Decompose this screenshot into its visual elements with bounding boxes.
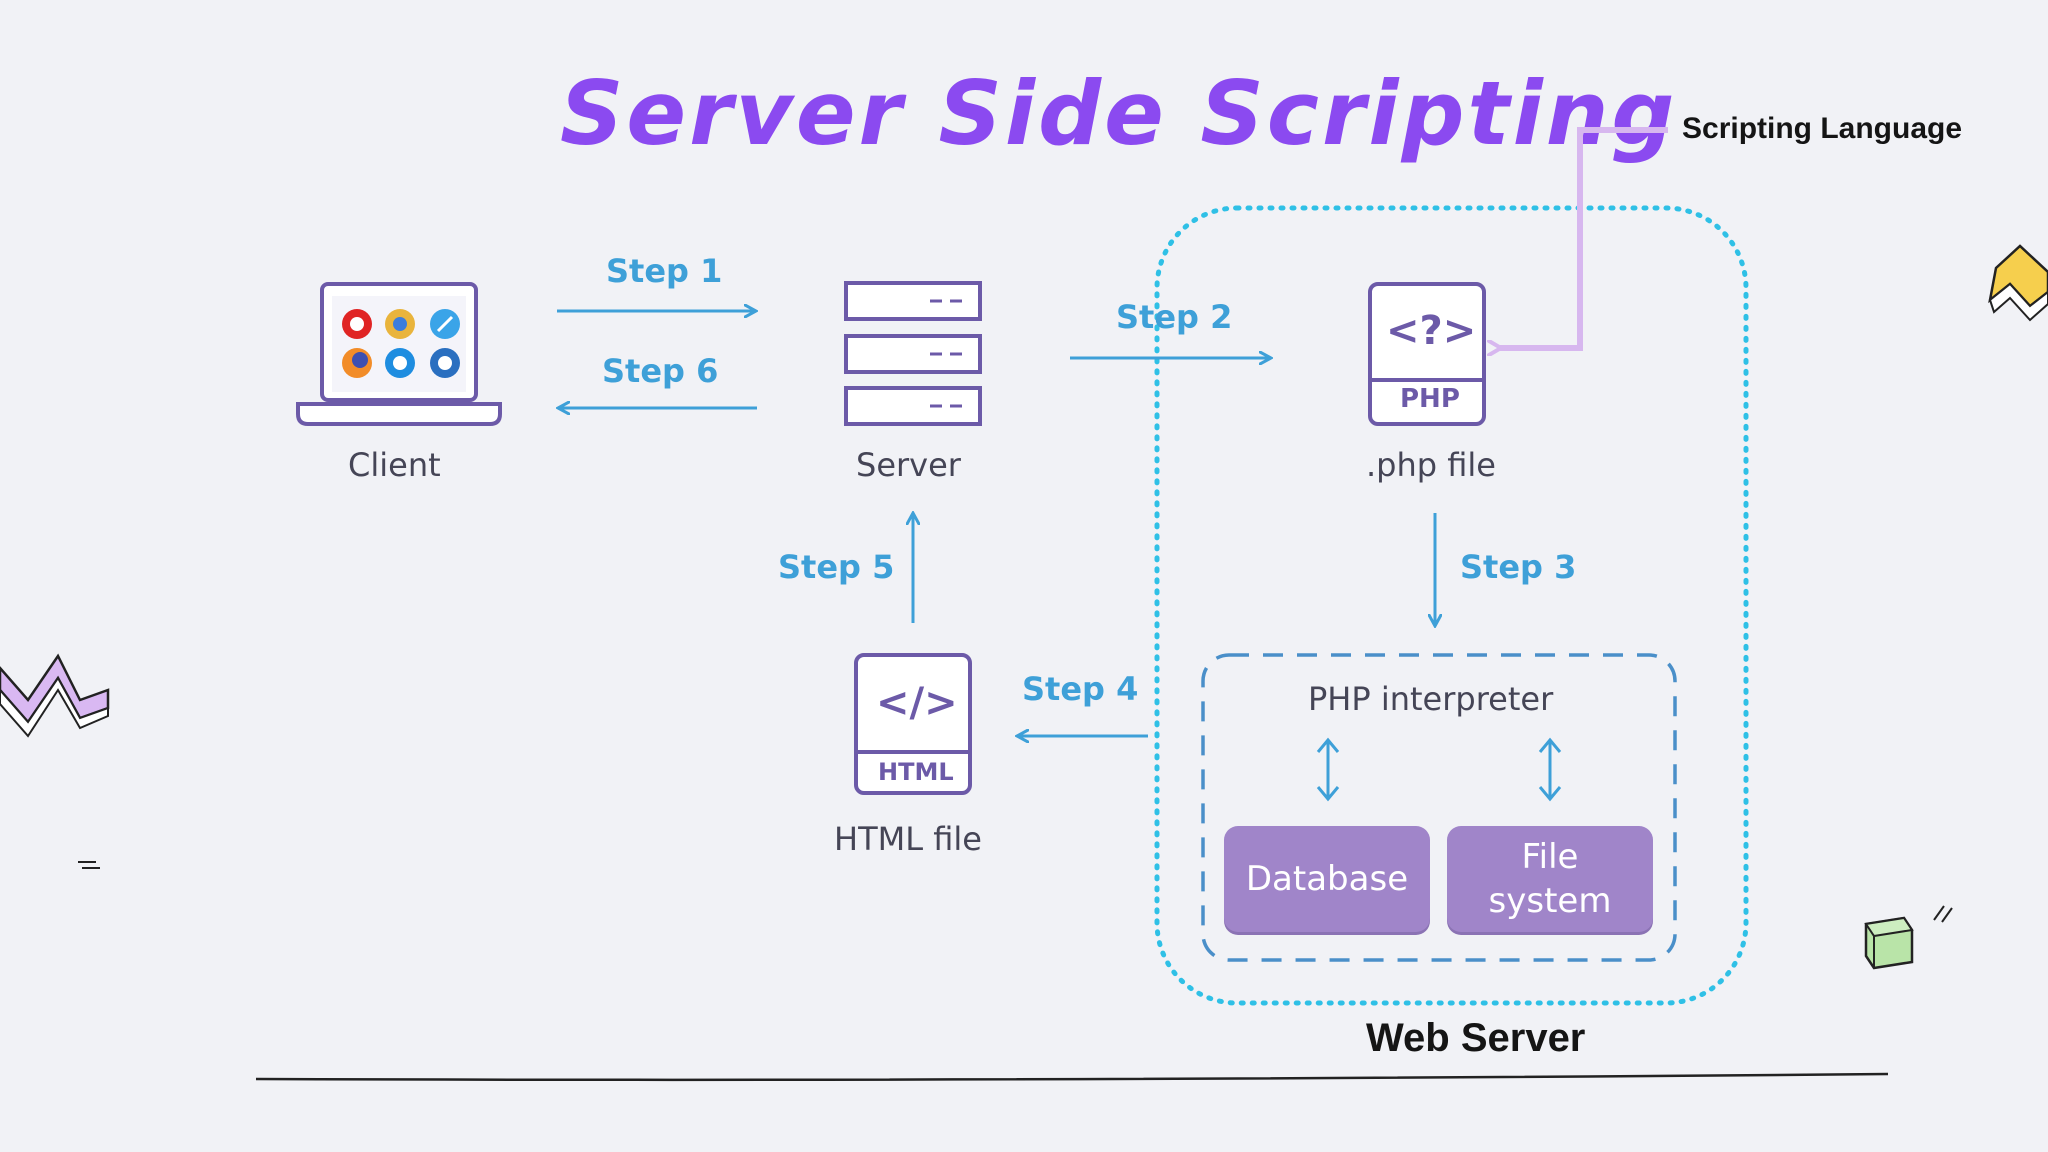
- laptop-icon: [296, 282, 502, 426]
- step2-label: Step 2: [1116, 298, 1233, 336]
- zigzag-decoration-left: [0, 653, 110, 738]
- web-server-boundary: [1154, 205, 1749, 1006]
- php-file-label: .php file: [1366, 446, 1496, 484]
- client-label: Client: [348, 446, 441, 484]
- php-file-icon: [1368, 282, 1486, 426]
- server-icon: [844, 281, 982, 426]
- file-system-block: File system: [1447, 826, 1653, 932]
- dash-decoration: [78, 861, 100, 869]
- step1-label: Step 1: [606, 252, 723, 290]
- database-label: Database: [1245, 858, 1409, 899]
- step5-label: Step 5: [778, 548, 895, 586]
- html-badge: HTML: [878, 758, 954, 786]
- web-server-label: Web Server: [1366, 1016, 1586, 1060]
- step3-label: Step 3: [1460, 548, 1577, 586]
- interpreter-boundary: [1201, 653, 1677, 962]
- scripting-language-pointer: [1500, 127, 1668, 348]
- html-file-icon: [854, 653, 972, 795]
- step4-label: Step 4: [1022, 670, 1139, 708]
- scripting-language-callout: Scripting Language: [1682, 112, 1963, 145]
- interpreter-filesystem-link: [1538, 737, 1562, 802]
- interpreter-label: PHP interpreter: [1308, 680, 1554, 718]
- bottom-rule: [255, 1072, 1889, 1082]
- server-label: Server: [856, 446, 961, 484]
- html-icon-text: </>: [876, 680, 958, 726]
- file-system-label-line2: system: [1488, 881, 1612, 921]
- php-badge: PHP: [1400, 384, 1460, 414]
- interpreter-database-link: [1316, 737, 1340, 802]
- diagram-title: Server Side Scripting: [560, 62, 1678, 165]
- php-icon-text: <?>: [1386, 308, 1477, 354]
- step6-label: Step 6: [602, 352, 719, 390]
- html-file-label: HTML file: [834, 820, 982, 858]
- database-block: Database: [1224, 826, 1430, 932]
- cube-decoration: [1864, 905, 1953, 970]
- file-system-label-line1: File: [1521, 836, 1579, 877]
- zigzag-decoration-right: [1988, 244, 2048, 322]
